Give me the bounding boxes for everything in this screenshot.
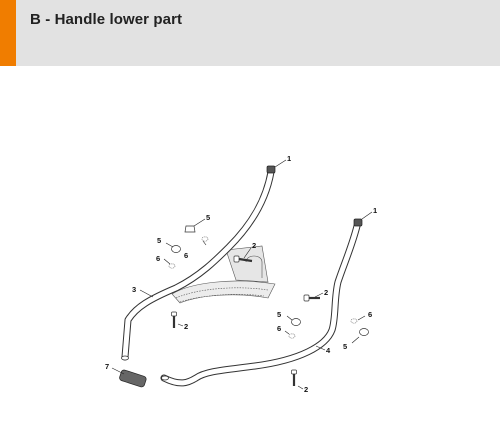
callout-2: 2 xyxy=(184,322,188,331)
base-plate xyxy=(171,245,276,304)
callout-6: 6 xyxy=(156,254,160,263)
handle-part-3 xyxy=(121,168,275,361)
callout-7: 7 xyxy=(105,362,109,371)
callout-6: 6 xyxy=(184,251,188,260)
callout-5: 5 xyxy=(277,310,281,319)
callout-6: 6 xyxy=(368,310,372,319)
callout-2: 2 xyxy=(324,288,328,297)
knob-part-5 xyxy=(171,225,369,336)
callout-2: 2 xyxy=(252,241,256,250)
leader-lines xyxy=(111,159,373,390)
callout-1: 1 xyxy=(373,206,377,215)
callout-5: 5 xyxy=(157,236,161,245)
callout-labels: 1 1 2 2 2 2 3 4 5 5 5 5 6 6 6 6 7 xyxy=(105,154,377,394)
callout-3: 3 xyxy=(132,285,136,294)
callout-4: 4 xyxy=(326,346,331,355)
header-accent-stripe xyxy=(0,0,16,66)
callout-1: 1 xyxy=(287,154,291,163)
callout-5: 5 xyxy=(343,342,347,351)
callout-6: 6 xyxy=(277,324,281,333)
callout-5: 5 xyxy=(206,213,210,222)
screw-part-2 xyxy=(171,255,320,386)
end-cap-part-1 xyxy=(266,165,363,227)
washer-part-6 xyxy=(168,236,358,339)
handle-part-4 xyxy=(160,222,361,387)
page-title: B - Handle lower part xyxy=(30,11,183,28)
header-bar xyxy=(0,0,500,66)
grip-part-7 xyxy=(119,369,147,388)
callout-2: 2 xyxy=(304,385,308,394)
